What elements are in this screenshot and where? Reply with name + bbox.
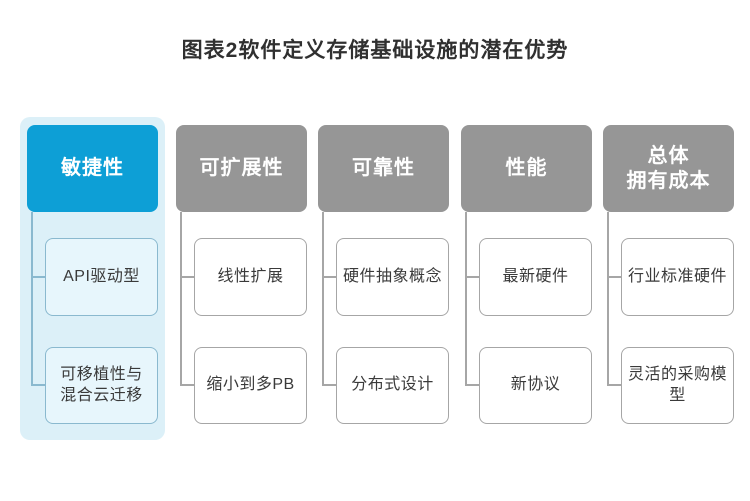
item-label: 可移植性与 混合云迁移 [60, 365, 143, 404]
column-performance: 性能 最新硬件 新协议 [461, 125, 592, 435]
connector-line [607, 384, 621, 386]
item-label: 最新硬件 [502, 267, 569, 285]
column-header-tco: 总体 拥有成本 [603, 125, 734, 212]
item-label: 线性扩展 [217, 267, 284, 285]
item-box: 分布式设计 [336, 347, 449, 424]
column-header-performance: 性能 [461, 125, 592, 212]
item-box: 新协议 [479, 347, 592, 424]
connector-line [31, 212, 33, 386]
column-header-reliability: 可靠性 [318, 125, 449, 212]
item-box: 硬件抽象概念 [336, 238, 449, 316]
column-scalability: 可扩展性 线性扩展 缩小到多PB [176, 125, 307, 435]
column-header-agility: 敏捷性 [27, 125, 158, 212]
item-box: API驱动型 [45, 238, 158, 316]
item-box: 缩小到多PB [194, 347, 307, 424]
column-header-label: 可扩展性 [199, 157, 284, 179]
item-label: 缩小到多PB [206, 376, 295, 394]
connector-line [465, 212, 467, 386]
item-label: 分布式设计 [351, 376, 434, 394]
connector-line [322, 276, 336, 278]
item-label: 灵活的采购模型 [627, 365, 727, 404]
connector-line [607, 212, 609, 386]
connector-line [322, 212, 324, 386]
connector-line [180, 384, 194, 386]
column-header-scalability: 可扩展性 [176, 125, 307, 212]
item-label: 硬件抽象概念 [342, 267, 442, 285]
column-agility: 敏捷性 API驱动型 可移植性与 混合云迁移 [27, 125, 158, 435]
column-header-label: 性能 [505, 157, 548, 179]
item-box: 可移植性与 混合云迁移 [45, 347, 158, 424]
item-box: 线性扩展 [194, 238, 307, 316]
column-header-label: 总体 拥有成本 [626, 144, 711, 192]
connector-line [180, 276, 194, 278]
connector-line [180, 212, 182, 386]
connector-line [31, 384, 45, 386]
item-label: 行业标准硬件 [627, 267, 727, 285]
item-label: API驱动型 [63, 267, 140, 285]
item-box: 行业标准硬件 [621, 238, 734, 316]
connector-line [465, 384, 479, 386]
item-box: 灵活的采购模型 [621, 347, 734, 424]
connector-line [465, 276, 479, 278]
item-box: 最新硬件 [479, 238, 592, 316]
page-title: 图表2软件定义存储基础设施的潜在优势 [181, 39, 569, 62]
column-reliability: 可靠性 硬件抽象概念 分布式设计 [318, 125, 449, 435]
column-total-cost-of-ownership: 总体 拥有成本 行业标准硬件 灵活的采购模型 [603, 125, 734, 435]
connector-line [31, 276, 45, 278]
column-header-label: 可靠性 [352, 157, 415, 179]
item-label: 新协议 [510, 376, 561, 394]
connector-line [322, 384, 336, 386]
connector-line [607, 276, 621, 278]
column-header-label: 敏捷性 [61, 157, 124, 179]
